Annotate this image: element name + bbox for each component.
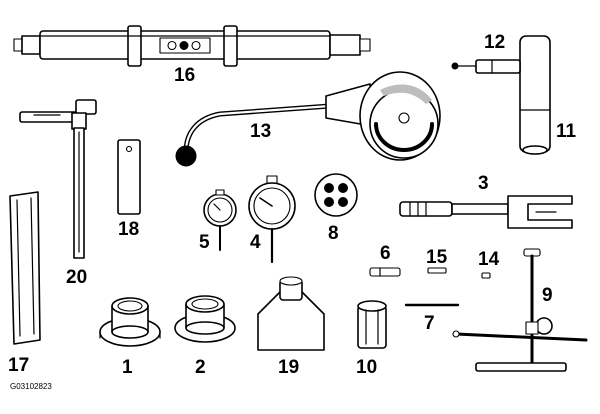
tool-1-bushing: [99, 297, 161, 347]
tool-11-12-gauge: [451, 35, 551, 155]
tool-8-disc: [314, 173, 358, 217]
tool-9-stand: [452, 248, 588, 372]
tool-5-dial-gauge: [203, 189, 237, 251]
callout-13: 13: [250, 121, 272, 142]
tool-6-pin: [369, 267, 401, 277]
callout-20: 20: [66, 267, 88, 288]
callout-10: 10: [356, 357, 378, 378]
callout-4: 4: [250, 232, 261, 253]
tool-14-pin: [481, 272, 491, 279]
callout-17: 17: [8, 355, 30, 376]
tool-10-sleeve: [357, 300, 387, 349]
callout-15: 15: [426, 247, 448, 268]
tool-16-bar: [13, 25, 371, 67]
tool-3-puller: [399, 195, 573, 229]
tool-18-block: [117, 139, 141, 215]
callout-14: 14: [478, 249, 500, 270]
callout-5: 5: [199, 232, 210, 253]
callout-1: 1: [122, 357, 133, 378]
tool-15-pin: [427, 267, 447, 274]
callout-19: 19: [278, 357, 300, 378]
callout-11: 11: [556, 121, 577, 142]
callout-6: 6: [380, 243, 391, 264]
callout-16: 16: [174, 65, 196, 86]
callout-12: 12: [484, 32, 506, 53]
callout-7: 7: [424, 313, 435, 334]
callout-3: 3: [478, 173, 489, 194]
tool-4-dial-gauge: [248, 175, 296, 264]
tool-19-anvil: [257, 276, 325, 351]
callout-8: 8: [328, 223, 339, 244]
callout-18: 18: [118, 219, 140, 240]
tool-2-bushing: [174, 295, 236, 343]
tool-13-holder: [175, 71, 441, 167]
callout-9: 9: [542, 285, 553, 306]
tool-20-handle: [19, 99, 97, 259]
tool-17-strip: [9, 191, 41, 345]
callout-2: 2: [195, 357, 206, 378]
figure-code: G03102823: [10, 382, 52, 391]
